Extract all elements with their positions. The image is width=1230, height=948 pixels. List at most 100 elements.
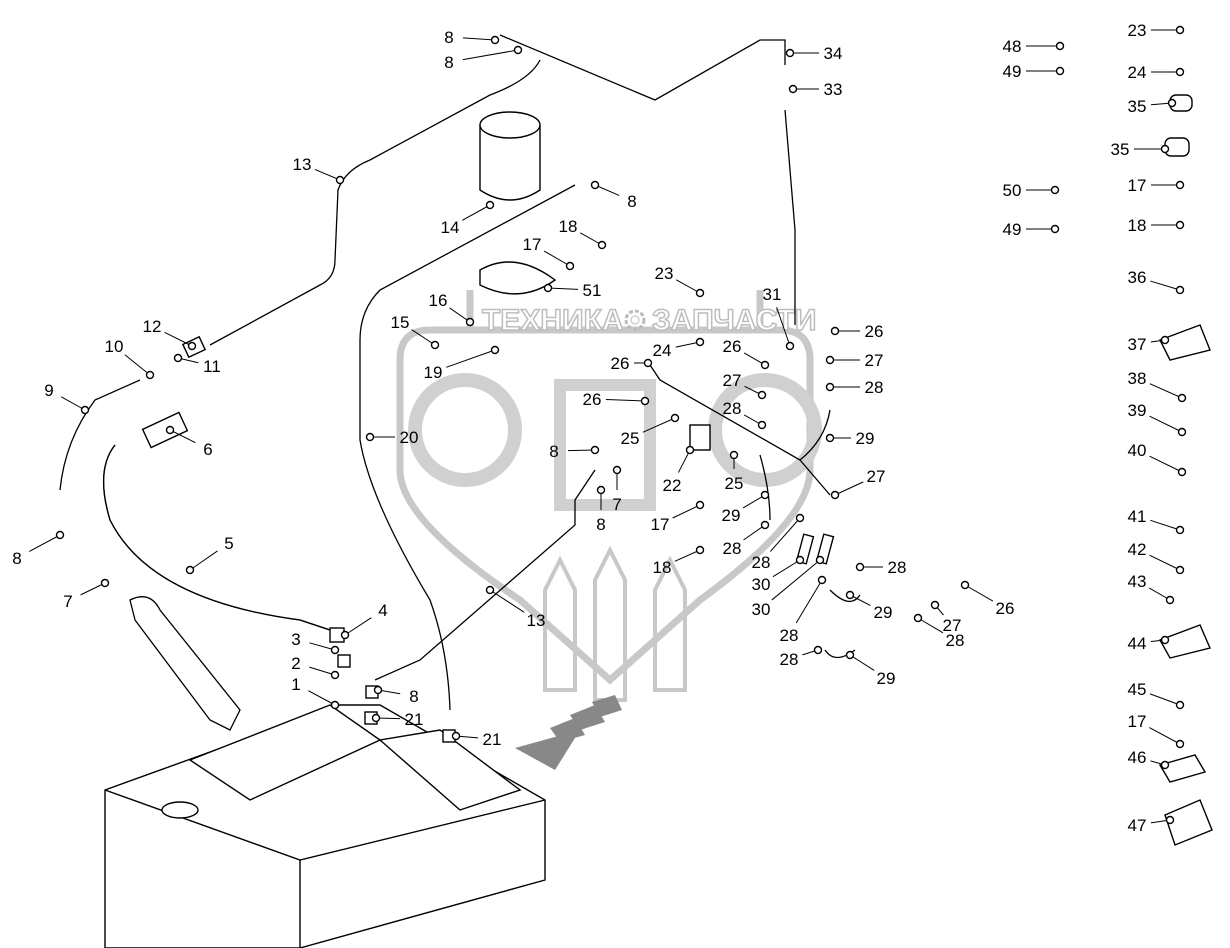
callout-label: 18 xyxy=(1128,216,1147,235)
part-marker xyxy=(1055,41,1065,51)
part-marker xyxy=(1175,220,1185,230)
callout-label: 27 xyxy=(867,467,886,486)
part-marker xyxy=(960,580,970,590)
callout-label: 24 xyxy=(1128,63,1147,82)
leader-line xyxy=(772,559,801,578)
leader-line xyxy=(314,168,341,181)
part-marker xyxy=(760,360,770,370)
callout-label: 7 xyxy=(63,592,72,611)
leader-line xyxy=(462,204,491,221)
part-marker xyxy=(80,405,90,415)
part-marker xyxy=(1160,760,1170,770)
callout-label: 28 xyxy=(752,553,771,572)
callout-label: 34 xyxy=(824,44,843,63)
callout-label: 39 xyxy=(1128,401,1147,420)
callout-label: 29 xyxy=(722,506,741,525)
leader-line xyxy=(605,399,646,402)
part-marker xyxy=(187,341,197,351)
leader-line xyxy=(594,184,620,196)
callout-label: 38 xyxy=(1128,369,1147,388)
leader-line xyxy=(1149,727,1181,745)
callout-label: 27 xyxy=(723,371,742,390)
callout-label: 28 xyxy=(865,378,884,397)
part-marker xyxy=(670,413,680,423)
callout-label: 28 xyxy=(946,631,965,650)
leader-line xyxy=(543,250,571,267)
callout-label: 48 xyxy=(1003,37,1022,56)
watermark: ТЕХНИКА ЗАПЧАСТИ xyxy=(396,290,822,702)
callout-label: 20 xyxy=(400,428,419,447)
callout-label: 26 xyxy=(865,322,884,341)
callout-label: 49 xyxy=(1003,62,1022,81)
callout-label: 21 xyxy=(483,730,502,749)
leader-line xyxy=(411,329,436,346)
part-marker xyxy=(330,670,340,680)
part-marker xyxy=(930,600,940,610)
part-marker xyxy=(590,180,600,190)
part-marker xyxy=(785,48,795,58)
part-marker xyxy=(330,645,340,655)
callout-label: 29 xyxy=(856,429,875,448)
callout-label: 28 xyxy=(780,626,799,645)
gear-icon xyxy=(624,309,646,331)
callout-label: 18 xyxy=(653,558,672,577)
leader-line xyxy=(1149,383,1183,399)
part-marker xyxy=(490,345,500,355)
callout-label: 22 xyxy=(663,476,682,495)
part-marker xyxy=(1167,98,1177,108)
part-marker xyxy=(795,513,805,523)
callout-label: 26 xyxy=(611,354,630,373)
part-marker xyxy=(825,355,835,365)
leader-line xyxy=(1149,693,1181,706)
leader-line xyxy=(776,307,791,347)
part-marker xyxy=(1050,185,1060,195)
callout-label: 8 xyxy=(444,28,453,47)
part-marker xyxy=(1175,525,1185,535)
part-marker xyxy=(430,340,440,350)
callout-label: 45 xyxy=(1128,680,1147,699)
callout-label: 28 xyxy=(723,539,742,558)
leader-line xyxy=(964,584,994,602)
part-marker xyxy=(485,200,495,210)
part-marker xyxy=(173,353,183,363)
callout-label: 11 xyxy=(203,357,221,376)
part-marker xyxy=(335,175,345,185)
callout-label: 19 xyxy=(424,363,443,382)
callout-label: 42 xyxy=(1128,540,1147,559)
fuel-filter xyxy=(479,111,557,295)
callout-label: 30 xyxy=(752,575,771,594)
part-marker xyxy=(451,731,461,741)
part-marker xyxy=(565,261,575,271)
callout-label: 4 xyxy=(378,601,387,620)
part-marker xyxy=(855,562,865,572)
callout-label: 26 xyxy=(723,337,742,356)
part-marker xyxy=(830,326,840,336)
part-marker xyxy=(1175,565,1185,575)
leader-line xyxy=(344,617,372,636)
callout-label: 31 xyxy=(763,285,782,304)
part-marker xyxy=(825,433,835,443)
callout-label: 28 xyxy=(888,558,907,577)
part-marker xyxy=(1055,66,1065,76)
leader-line xyxy=(834,481,864,496)
callout-label: 44 xyxy=(1128,634,1147,653)
callout-label: 35 xyxy=(1111,140,1130,159)
part-marker xyxy=(1165,815,1175,825)
leader-line xyxy=(743,524,766,541)
callout-label: 14 xyxy=(441,218,460,237)
part-marker xyxy=(1175,700,1185,710)
leader-line xyxy=(80,582,106,596)
part-marker xyxy=(612,465,622,475)
part-marker xyxy=(825,382,835,392)
leader-line xyxy=(1149,415,1183,433)
leader-line xyxy=(169,429,196,444)
part-marker xyxy=(490,35,500,45)
watermark-left-text: ТЕХНИКА xyxy=(482,304,624,337)
leader-line xyxy=(309,666,336,676)
part-marker xyxy=(845,650,855,660)
callout-label: 46 xyxy=(1128,748,1147,767)
part-marker xyxy=(913,613,923,623)
callout-label: 49 xyxy=(1003,220,1022,239)
callout-label: 24 xyxy=(653,341,672,360)
part-marker xyxy=(1177,393,1187,403)
